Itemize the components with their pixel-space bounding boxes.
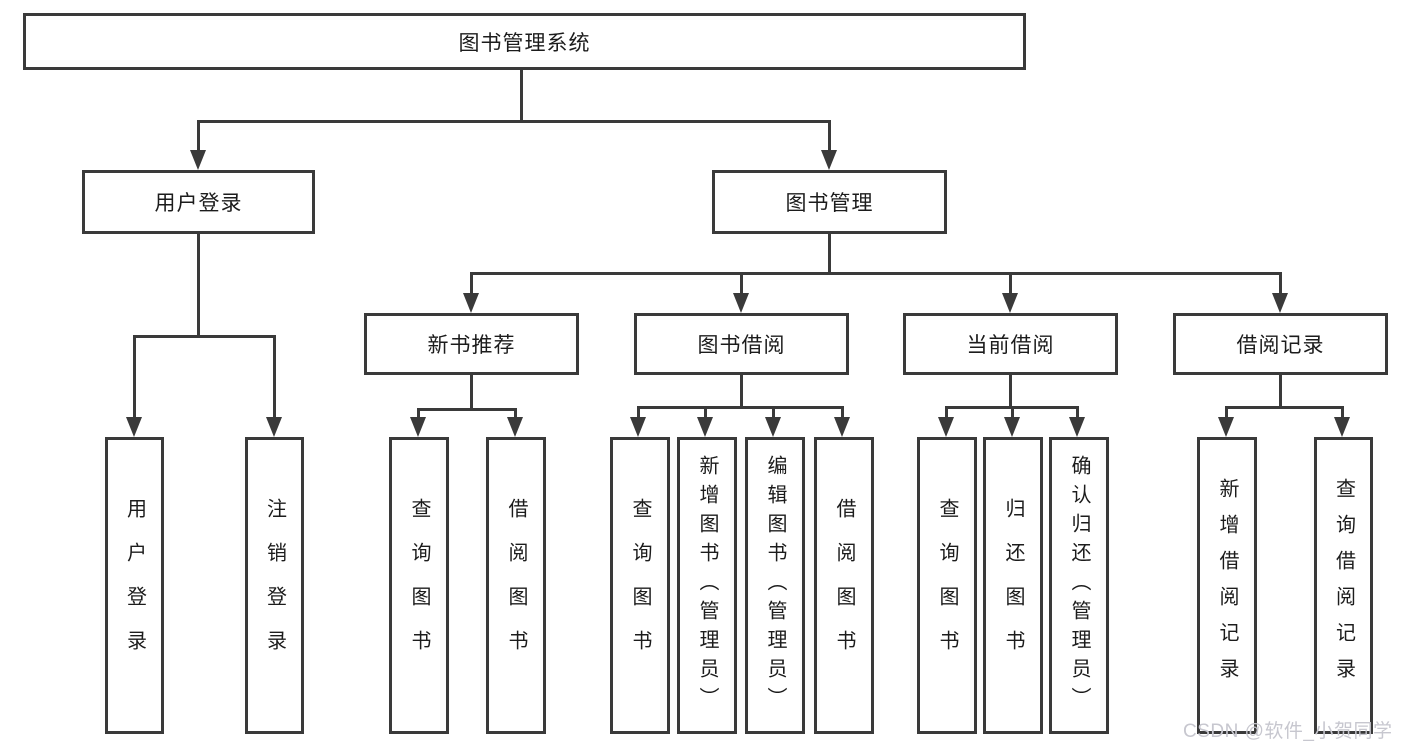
leaf-query-books-label: 查询图书: [936, 497, 958, 674]
leaf-query-borrow-record-label: 查询借阅记录: [1332, 477, 1355, 694]
leaf-query-books-borrow: 查询图书: [610, 437, 670, 734]
arrowhead-icon: [1069, 417, 1085, 437]
leaf-edit-books-admin: 编辑图书（管理员）: [745, 437, 805, 734]
arrowhead-icon: [821, 150, 837, 170]
connector-stem: [841, 406, 844, 419]
node-new-book-recommend: 新书推荐: [364, 313, 579, 375]
arrowhead-icon: [1004, 417, 1020, 437]
leaf-return-books-label: 归还图书: [1002, 497, 1024, 674]
connector-stem: [133, 335, 136, 419]
arrowhead-icon: [697, 417, 713, 437]
node-root-system: 图书管理系统: [23, 13, 1026, 70]
leaf-edit-books-admin-label: 编辑图书（管理员）: [764, 455, 786, 716]
arrowhead-icon: [1002, 293, 1018, 313]
connector-newbook-stem: [470, 375, 473, 408]
connector-stem: [273, 335, 276, 419]
arrowhead-icon: [463, 293, 479, 313]
connector-bookmgmt-stem: [828, 234, 831, 272]
connector-stem: [1076, 406, 1079, 419]
node-user-login: 用户登录: [82, 170, 315, 234]
connector-userlogin-rail: [133, 335, 276, 338]
leaf-confirm-return-admin: 确认归还（管理员）: [1049, 437, 1109, 734]
leaf-borrow-books-label: 借阅图书: [505, 497, 527, 674]
node-book-management: 图书管理: [712, 170, 947, 234]
node-borrow-record: 借阅记录: [1173, 313, 1388, 375]
node-current-borrow: 当前借阅: [903, 313, 1118, 375]
arrowhead-icon: [266, 417, 282, 437]
arrowhead-icon: [938, 417, 954, 437]
leaf-user-login: 用户登录: [105, 437, 164, 734]
leaf-logout-label: 注销登录: [263, 497, 286, 674]
connector-bookborrow-stem: [740, 375, 743, 406]
leaf-confirm-return-admin-label: 确认归还（管理员）: [1068, 455, 1090, 716]
connector-stem: [514, 408, 517, 419]
connector-stem: [470, 272, 473, 295]
leaf-query-books-label: 查询图书: [629, 497, 651, 674]
node-user-login-label: 用户登录: [154, 192, 243, 215]
connector-stem: [740, 272, 743, 295]
arrowhead-icon: [126, 417, 142, 437]
connector-root-rail: [197, 120, 831, 123]
arrowhead-icon: [410, 417, 426, 437]
connector-borrowrecord-rail: [1225, 406, 1344, 409]
arrowhead-icon: [1334, 417, 1350, 437]
connector-stem: [1279, 272, 1282, 295]
connector-currentborrow-stem: [1009, 375, 1012, 406]
leaf-query-books-label: 查询图书: [408, 497, 430, 674]
node-root-label: 图书管理系统: [458, 31, 591, 55]
leaf-borrow-books: 借阅图书: [814, 437, 874, 734]
arrowhead-icon: [1272, 293, 1288, 313]
node-current-borrow-label: 当前借阅: [966, 334, 1055, 357]
leaf-logout: 注销登录: [245, 437, 304, 734]
connector-stem: [1225, 406, 1228, 419]
arrowhead-icon: [834, 417, 850, 437]
leaf-add-borrow-record-label: 新增借阅记录: [1216, 477, 1238, 694]
connector-newbook-rail: [417, 408, 517, 411]
connector-bookborrow-rail: [637, 406, 844, 409]
connector-root-stem: [520, 69, 523, 122]
connector-stem: [1011, 406, 1014, 419]
connector-stem: [637, 406, 640, 419]
connector-stem: [704, 406, 707, 419]
connector-stem: [197, 120, 200, 152]
arrowhead-icon: [765, 417, 781, 437]
leaf-user-login-label: 用户登录: [123, 497, 146, 674]
node-book-borrow: 图书借阅: [634, 313, 849, 375]
arrowhead-icon: [733, 293, 749, 313]
leaf-add-books-admin: 新增图书（管理员）: [677, 437, 737, 734]
node-book-management-label: 图书管理: [785, 192, 874, 215]
arrowhead-icon: [630, 417, 646, 437]
watermark: CSDN @软件_小贺同学: [1183, 721, 1393, 742]
leaf-query-books-current: 查询图书: [917, 437, 977, 734]
connector-bookmgmt-rail: [470, 272, 1282, 275]
leaf-add-borrow-record: 新增借阅记录: [1197, 437, 1257, 734]
node-new-book-recommend-label: 新书推荐: [427, 334, 516, 357]
leaf-return-books: 归还图书: [983, 437, 1043, 734]
node-book-borrow-label: 图书借阅: [697, 334, 786, 357]
arrowhead-icon: [1218, 417, 1234, 437]
node-borrow-record-label: 借阅记录: [1236, 334, 1325, 357]
connector-stem: [417, 408, 420, 419]
arrowhead-icon: [507, 417, 523, 437]
connector-borrowrecord-stem: [1279, 375, 1282, 406]
connector-stem: [945, 406, 948, 419]
leaf-add-books-admin-label: 新增图书（管理员）: [696, 455, 718, 716]
connector-stem: [1009, 272, 1012, 295]
leaf-borrow-books-newbook: 借阅图书: [486, 437, 546, 734]
leaf-query-borrow-record: 查询借阅记录: [1314, 437, 1373, 734]
arrowhead-icon: [190, 150, 206, 170]
leaf-borrow-books-label: 借阅图书: [833, 497, 855, 674]
connector-userlogin-stem: [197, 234, 200, 335]
connector-stem: [828, 120, 831, 152]
connector-stem: [772, 406, 775, 419]
connector-stem: [1341, 406, 1344, 419]
leaf-query-books-newbook: 查询图书: [389, 437, 449, 734]
